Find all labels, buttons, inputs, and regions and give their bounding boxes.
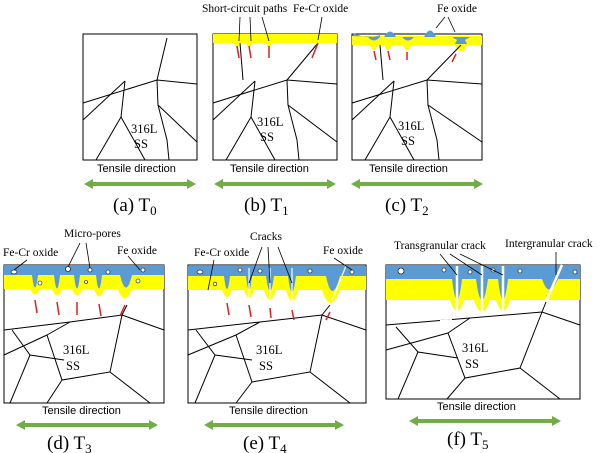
material-label-ss: SS <box>260 130 274 144</box>
panel-f: Transgranular crack Intergranular crack … <box>385 238 593 452</box>
panel-d: Fe-Cr oxide Micro-pores Fe oxide 316L SS… <box>3 228 165 453</box>
crack-lines <box>248 265 347 305</box>
panel-caption: (c) T2 <box>385 195 429 218</box>
micro-pores <box>397 267 578 275</box>
yellow-layer <box>352 36 482 45</box>
grain-boundaries <box>82 37 198 161</box>
panel-caption: (e) T4 <box>243 433 287 453</box>
blue-oxide-layer <box>4 265 164 275</box>
oxide-penetrations <box>370 45 467 52</box>
cracks-label: Cracks <box>250 231 282 243</box>
grain-boundaries <box>351 44 483 161</box>
fe-oxide-label: Fe oxide <box>117 245 157 257</box>
panel-caption: (f) T5 <box>447 429 489 452</box>
panel-caption: (b) T1 <box>244 195 289 218</box>
panel-c: Fe oxide 316L SS Tensile direction (c) T… <box>351 3 483 218</box>
micro-pores <box>196 267 355 287</box>
short-circuit-paths <box>226 302 331 321</box>
oxide-penetrations <box>234 43 272 48</box>
short-circuit-paths <box>34 299 126 317</box>
fe-oxide-label: Fe oxide <box>437 3 477 15</box>
material-label: 316L <box>462 341 488 355</box>
panel-b: Short-circuit paths Fe-Cr oxide 316L SS … <box>202 3 348 218</box>
annotation-leaders <box>207 246 353 291</box>
material-label: 316L <box>257 115 283 129</box>
grain-boundary-gap <box>439 319 453 322</box>
intergranular-crack-label: Intergranular crack <box>505 238 593 250</box>
material-label: 316L <box>256 343 282 357</box>
panel-e: Fe-Cr oxide Cracks Fe oxide 316L SS Tens… <box>187 231 367 453</box>
material-label: 316L <box>398 119 424 133</box>
grain-boundaries <box>212 42 338 161</box>
annotation-leaders <box>435 16 456 33</box>
blue-oxide-layer <box>188 266 366 276</box>
material-label-ss: SS <box>66 359 80 373</box>
yellow-layer <box>213 34 337 43</box>
material-label-ss: SS <box>401 134 415 148</box>
tensile-arrow <box>16 420 158 430</box>
oxide-penetrations <box>30 289 132 299</box>
grain-box <box>351 33 483 161</box>
material-label: 316L <box>63 343 89 357</box>
blue-intrusions <box>32 275 132 289</box>
micro-pores <box>10 266 146 286</box>
tensile-direction-label: Tensile direction <box>230 163 309 175</box>
micro-pores-label: Micro-pores <box>64 228 121 240</box>
tensile-arrow <box>409 416 561 426</box>
short-circuit-paths <box>373 50 457 63</box>
short-circuit-paths-label: Short-circuit paths <box>202 3 288 15</box>
tensile-direction-label: Tensile direction <box>97 163 176 175</box>
panel-caption: (a) T0 <box>113 195 157 218</box>
tensile-direction-label: Tensile direction <box>437 401 516 413</box>
transgranular-crack-label: Transgranular crack <box>394 240 486 252</box>
material-label-ss: SS <box>134 137 148 151</box>
annotation-leaders <box>13 242 141 271</box>
material-label: 316L <box>131 122 157 136</box>
tensile-direction-label: Tensile direction <box>42 405 121 417</box>
grain-boundaries <box>3 304 165 404</box>
fe-oxide-nodules <box>352 30 470 44</box>
tensile-arrow <box>84 179 196 189</box>
material-label-ss: SS <box>465 357 479 371</box>
tensile-arrow <box>351 179 483 189</box>
panel-a: 316L SS Tensile direction (a) T0 <box>82 33 198 218</box>
tensile-arrow <box>204 420 344 430</box>
annotation-leaders <box>238 16 323 42</box>
fe-cr-oxide-label: Fe-Cr oxide <box>3 247 58 259</box>
grain-boundaries <box>187 304 367 404</box>
tensile-direction-label: Tensile direction <box>369 163 448 175</box>
fe-cr-oxide-label: Fe-Cr oxide <box>293 3 348 15</box>
short-circuit-paths <box>236 42 319 59</box>
tensile-direction-label: Tensile direction <box>229 405 308 417</box>
tensile-arrow <box>214 179 336 189</box>
yellow-layer <box>188 276 366 290</box>
fe-oxide-label: Fe oxide <box>323 245 363 257</box>
panel-caption: (d) T3 <box>47 433 92 453</box>
fe-cr-oxide-label: Fe-Cr oxide <box>194 247 249 259</box>
grain-boundaries <box>385 301 581 400</box>
annotation-leaders <box>439 252 557 276</box>
material-label-ss: SS <box>259 359 273 373</box>
